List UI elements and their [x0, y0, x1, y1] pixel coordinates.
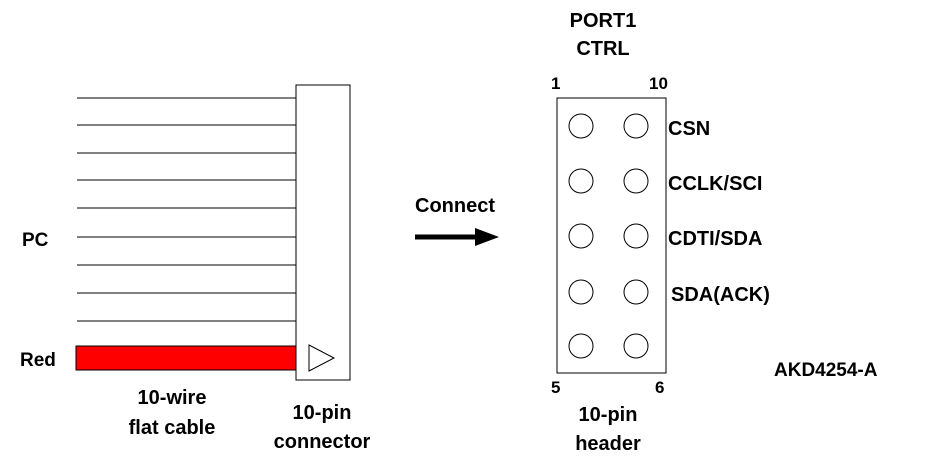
- header-pin: [623, 333, 649, 359]
- signal-label-sda-ack: SDA(ACK): [671, 284, 770, 306]
- header-pin: [623, 168, 649, 194]
- header-pins: [568, 113, 649, 359]
- header-pin: [623, 279, 649, 305]
- signal-label-csn: CSN: [668, 118, 710, 140]
- cable-label-line1: 10-wire: [138, 387, 207, 409]
- cable-wires: [77, 97, 296, 322]
- header-pin: [623, 223, 649, 249]
- red-label: Red: [20, 350, 56, 371]
- header-pin: [568, 113, 594, 139]
- board-label: AKD4254-A: [774, 360, 878, 381]
- connector-body: [295, 84, 351, 381]
- header-pin: [623, 113, 649, 139]
- header-pin: [568, 223, 594, 249]
- header-label-line1: 10-pin: [579, 404, 638, 426]
- signal-label-cdti: CDTI/SDA: [668, 228, 762, 250]
- arrow-right-icon: [415, 228, 499, 246]
- pin-number-1: 1: [551, 74, 560, 93]
- header-title-line1: PORT1: [570, 10, 637, 32]
- connector-label-line2: connector: [274, 431, 371, 453]
- pin-number-5: 5: [551, 378, 560, 397]
- connector-label-line1: 10-pin: [293, 402, 352, 424]
- pin1-triangle-icon: [308, 344, 336, 372]
- pc-label: PC: [22, 230, 49, 251]
- header-label-line2: header: [575, 433, 641, 455]
- header-pin: [568, 168, 594, 194]
- connect-label: Connect: [415, 195, 495, 217]
- pin-number-10: 10: [649, 74, 668, 93]
- header-pin: [568, 333, 594, 359]
- signal-label-cclk: CCLK/SCI: [668, 173, 762, 195]
- header-title-line2: CTRL: [576, 38, 629, 60]
- red-wire: [75, 345, 297, 371]
- header-pin: [568, 279, 594, 305]
- pin-number-6: 6: [655, 378, 664, 397]
- cable-label-line2: flat cable: [129, 417, 216, 439]
